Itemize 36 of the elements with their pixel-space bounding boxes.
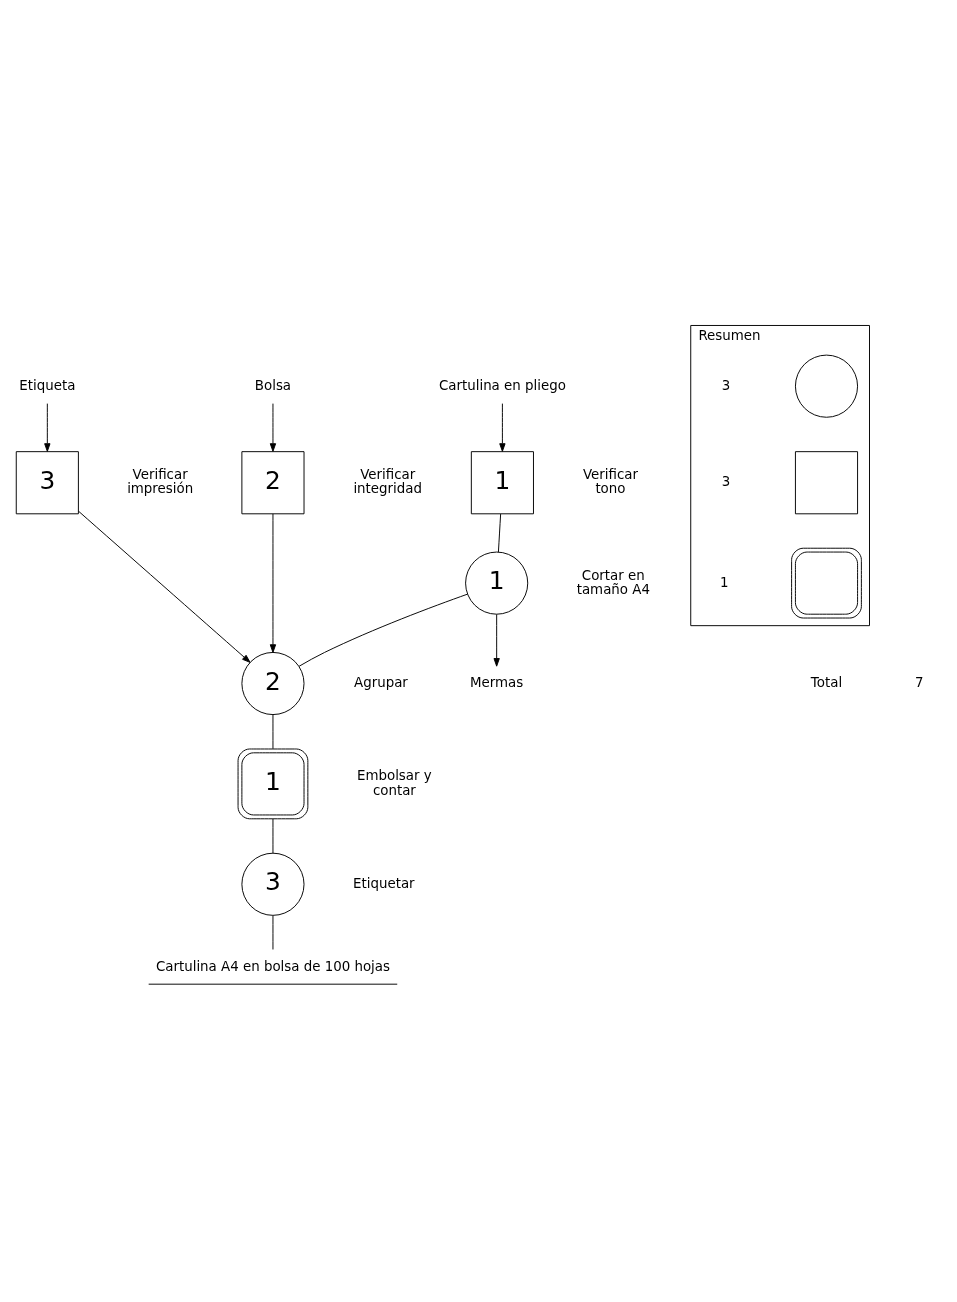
node-label: Etiquetar bbox=[353, 875, 415, 891]
connector bbox=[272, 915, 274, 950]
node-circle bbox=[794, 354, 859, 418]
arrow bbox=[499, 403, 506, 452]
node-box: 1 bbox=[237, 748, 309, 820]
node-box: 2 bbox=[241, 451, 305, 515]
label: 3 bbox=[721, 474, 731, 490]
node-label: Verificar impresión bbox=[127, 467, 194, 497]
arrow bbox=[269, 513, 277, 653]
node-box bbox=[794, 451, 859, 515]
connector bbox=[272, 818, 274, 854]
node-box: 3 bbox=[15, 451, 79, 515]
node-label: Agrupar bbox=[354, 675, 408, 691]
connector bbox=[272, 714, 274, 750]
node-circle: 1 bbox=[465, 551, 529, 615]
label: 1 bbox=[719, 574, 729, 590]
connector bbox=[497, 513, 502, 553]
connector bbox=[298, 593, 468, 667]
node-label: Cortar en tamaño A4 bbox=[576, 567, 650, 597]
node-label: Verificar integridad bbox=[353, 467, 422, 497]
node-text: Mermas bbox=[470, 675, 524, 691]
node-label: Embolsar y contar bbox=[357, 768, 432, 798]
node-text: Cartulina A4 en bolsa de 100 hojas bbox=[155, 958, 390, 974]
node-text: Bolsa bbox=[254, 377, 292, 393]
label: Total bbox=[810, 675, 843, 691]
node-text: Cartulina en pliego bbox=[438, 377, 566, 393]
node-label: Verificar tono bbox=[582, 467, 638, 497]
label: 3 bbox=[721, 377, 731, 393]
node-circle: 3 bbox=[241, 852, 305, 916]
node-box: 1 bbox=[470, 451, 534, 515]
node-text: Etiqueta bbox=[19, 377, 76, 393]
arrow bbox=[493, 613, 500, 667]
arrow bbox=[269, 403, 277, 452]
arrow bbox=[44, 403, 51, 452]
label: 7 bbox=[914, 675, 924, 691]
arrow bbox=[78, 510, 251, 663]
